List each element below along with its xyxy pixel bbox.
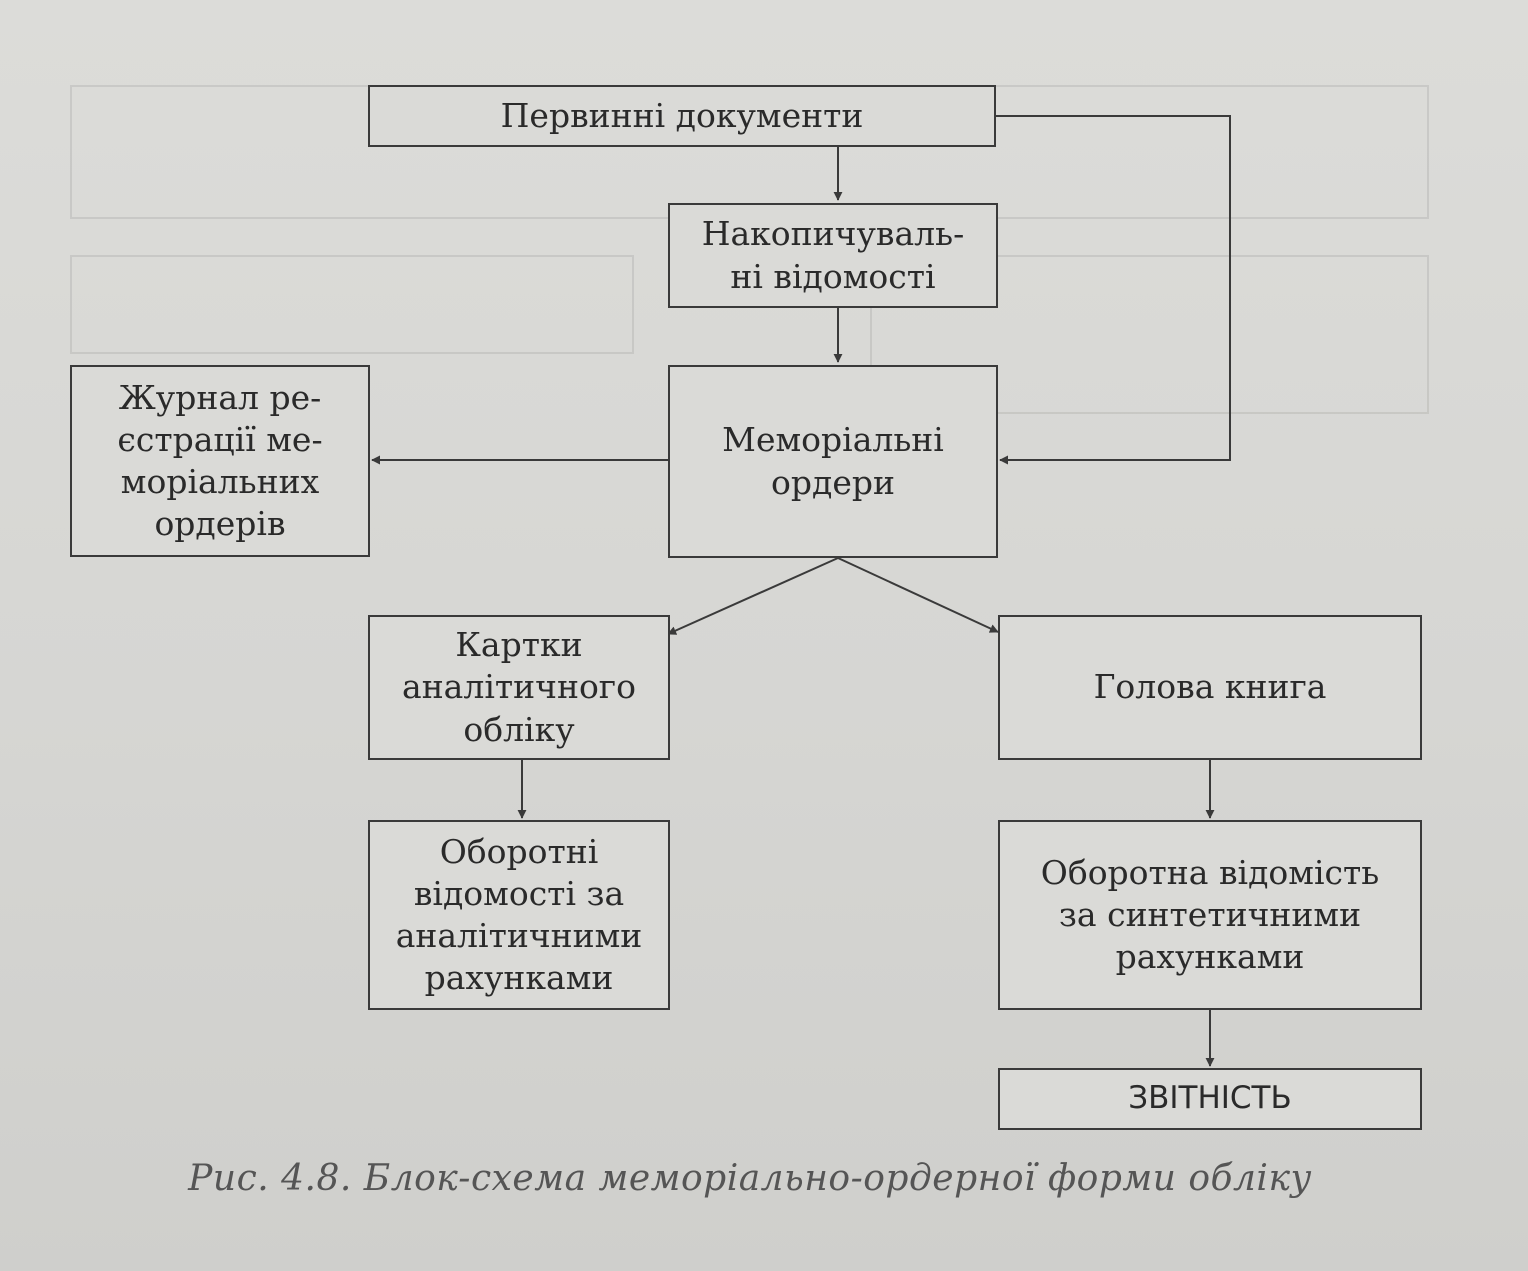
node-synthetic-turnover-statement: Оборотна відомість за синтетичними рахун…	[998, 820, 1422, 1010]
node-general-ledger: Голова книга	[998, 615, 1422, 760]
node-analytic-cards: Картки аналітичного обліку	[368, 615, 670, 760]
node-memorial-orders: Меморіальні ордери	[668, 365, 998, 558]
edge-memorial-to-cards	[667, 557, 839, 635]
edge-primary-to-memorial	[996, 115, 1231, 465]
figure-caption: Рис. 4.8. Блок-схема меморіально-ордерно…	[188, 1158, 1312, 1199]
node-analytic-turnover-statements: Оборотні відомості за аналітичними рахун…	[368, 820, 670, 1010]
node-accumulative-statements: Накопичуваль- ні відомості	[668, 203, 998, 308]
bleed-through-box	[870, 255, 1429, 414]
node-reporting: ЗВІТНІСТЬ	[998, 1068, 1422, 1130]
edge-memorial-to-ledger	[837, 557, 999, 633]
node-primary-documents: Первинні документи	[368, 85, 996, 147]
node-registry-journal: Журнал ре- єстрації ме- моріальних ордер…	[70, 365, 370, 557]
bleed-through-box	[70, 255, 634, 354]
